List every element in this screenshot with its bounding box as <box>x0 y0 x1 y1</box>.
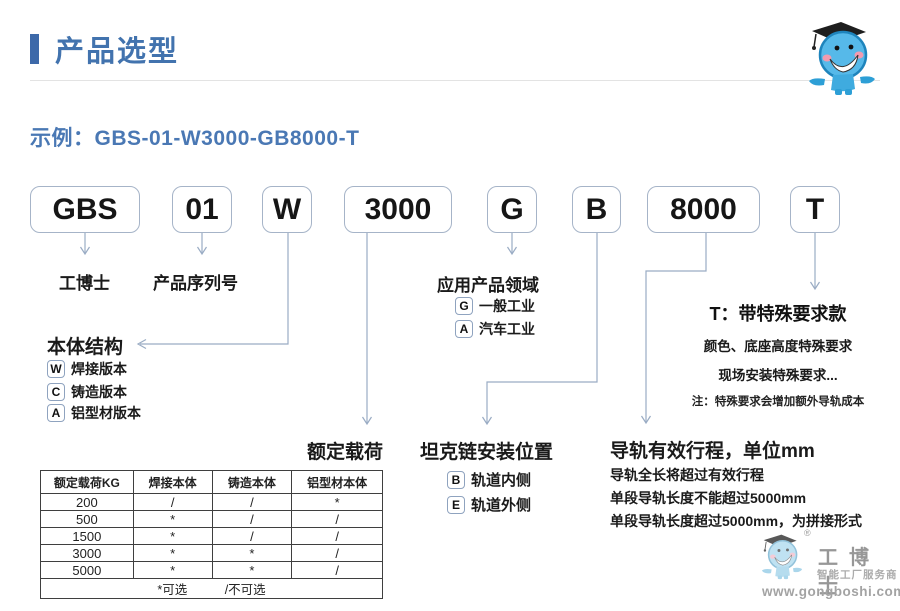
cell: * <box>211 544 293 562</box>
code-box-8000: 8000 <box>647 186 760 233</box>
example-code-line: 示例：GBS-01-W3000-GB8000-T <box>30 122 359 152</box>
cell: * <box>132 544 213 562</box>
code-box-w: W <box>262 186 312 233</box>
cell: / <box>211 510 293 528</box>
tank-chain-option-e: E 轨道外侧 <box>447 494 531 515</box>
table-row: 200 / / * <box>40 493 383 511</box>
cell: / <box>211 527 293 545</box>
option-key-chip: G <box>455 297 473 315</box>
cell: 500 <box>40 510 134 528</box>
code-box-gbs: GBS <box>30 186 140 233</box>
table-footer-row: *可选 /不可选 <box>40 578 383 599</box>
table-header-row: 额定载荷KG 焊接本体 铸造本体 铝型材本体 <box>40 470 383 494</box>
code-box-g: G <box>487 186 537 233</box>
cell: 3000 <box>40 544 134 562</box>
option-key-chip: C <box>47 383 65 401</box>
watermark-url: www.gongboshi.com <box>762 584 900 599</box>
legend-cell: *可选 /不可选 <box>40 578 383 599</box>
option-key-chip: A <box>455 320 473 338</box>
travel-note-1: 导轨全长将超过有效行程 <box>610 467 764 483</box>
cell: / <box>291 561 383 579</box>
special-title: T：带特殊要求款 <box>709 304 847 324</box>
title-accent-bar <box>30 34 39 64</box>
travel-note-3: 单段导轨长度超过5000mm，为拼接形式 <box>610 513 863 529</box>
body-structure-option-a: A 铝型材版本 <box>47 403 141 423</box>
cell: / <box>211 493 293 511</box>
option-label: 铸造版本 <box>71 384 127 400</box>
legend-optional: *可选 <box>157 583 188 597</box>
application-option-g: G 一般工业 <box>455 296 535 316</box>
option-label: 轨道内侧 <box>471 472 532 489</box>
body-structure-option-c: C 铸造版本 <box>47 382 127 402</box>
option-key-chip: W <box>47 360 65 378</box>
option-label: 一般工业 <box>479 298 535 314</box>
option-label: 汽车工业 <box>479 321 535 337</box>
mascot-icon <box>809 22 875 95</box>
cell: 5000 <box>40 561 134 579</box>
code-box-t: T <box>790 186 840 233</box>
table-row: 3000 * * / <box>40 544 383 562</box>
special-note: 注：特殊要求会增加额外导轨成本 <box>691 396 865 408</box>
travel-title: 导轨有效行程，单位mm <box>610 441 815 462</box>
option-key-chip: A <box>47 404 65 422</box>
application-title: 应用产品领域 <box>437 276 539 295</box>
cell: 200 <box>40 493 134 511</box>
table-row: 1500 * / / <box>40 527 383 545</box>
watermark-brand: 工博士 <box>818 547 880 598</box>
code-box-3000: 3000 <box>344 186 452 233</box>
brand-label: 工博士 <box>59 274 110 293</box>
tank-chain-option-b: B 轨道内侧 <box>447 469 531 490</box>
cell: * <box>211 561 293 579</box>
logo-mascot-icon <box>761 534 803 580</box>
rated-load-table: 额定载荷KG 焊接本体 铸造本体 铝型材本体 200 / / * 500 * /… <box>40 470 383 599</box>
cell: * <box>132 561 213 579</box>
table-row: 5000 * * / <box>40 561 383 579</box>
cell: / <box>291 510 383 528</box>
travel-note-2: 单段导轨长度不能超过5000mm <box>610 490 807 506</box>
cell: / <box>291 544 383 562</box>
example-code: GBS-01-W3000-GB8000-T <box>94 127 360 150</box>
option-label: 焊接版本 <box>71 361 127 377</box>
legend-not-optional: /不可选 <box>224 583 266 597</box>
cell: * <box>291 493 383 511</box>
option-label: 铝型材版本 <box>71 405 141 421</box>
cell: 1500 <box>40 527 134 545</box>
cell: / <box>291 527 383 545</box>
special-requirements-block: T：带特殊要求款 颜色、底座高度特殊要求 现场安装特殊要求... 注：特殊要求会… <box>663 300 893 409</box>
special-line-2: 现场安装特殊要求... <box>718 368 838 383</box>
cell: / <box>132 493 213 511</box>
body-structure-option-w: W 焊接版本 <box>47 359 127 379</box>
rated-load-title: 额定载荷 <box>307 442 384 463</box>
body-structure-title: 本体结构 <box>47 337 124 358</box>
col-header: 铸造本体 <box>211 470 293 494</box>
col-header: 铝型材本体 <box>291 470 383 494</box>
option-key-chip: E <box>447 495 465 514</box>
cell: * <box>132 510 213 528</box>
code-box-01: 01 <box>172 186 232 233</box>
cell: * <box>132 527 213 545</box>
watermark-tagline: 智能工厂服务商 <box>817 569 898 581</box>
example-label: 示例： <box>30 127 95 150</box>
special-line-1: 颜色、底座高度特殊要求 <box>703 339 853 354</box>
page-title: 产品选型 <box>55 36 180 68</box>
application-option-a: A 汽车工业 <box>455 319 535 339</box>
table-row: 500 * / / <box>40 510 383 528</box>
code-box-b: B <box>572 186 621 233</box>
col-header: 额定载荷KG <box>40 470 134 494</box>
header-divider <box>30 80 880 81</box>
serial-label: 产品序列号 <box>153 274 238 293</box>
option-label: 轨道外侧 <box>471 497 532 514</box>
tank-chain-title: 坦克链安装位置 <box>420 442 554 463</box>
registered-mark: ® <box>804 528 811 538</box>
col-header: 焊接本体 <box>132 470 213 494</box>
option-key-chip: B <box>447 470 465 489</box>
